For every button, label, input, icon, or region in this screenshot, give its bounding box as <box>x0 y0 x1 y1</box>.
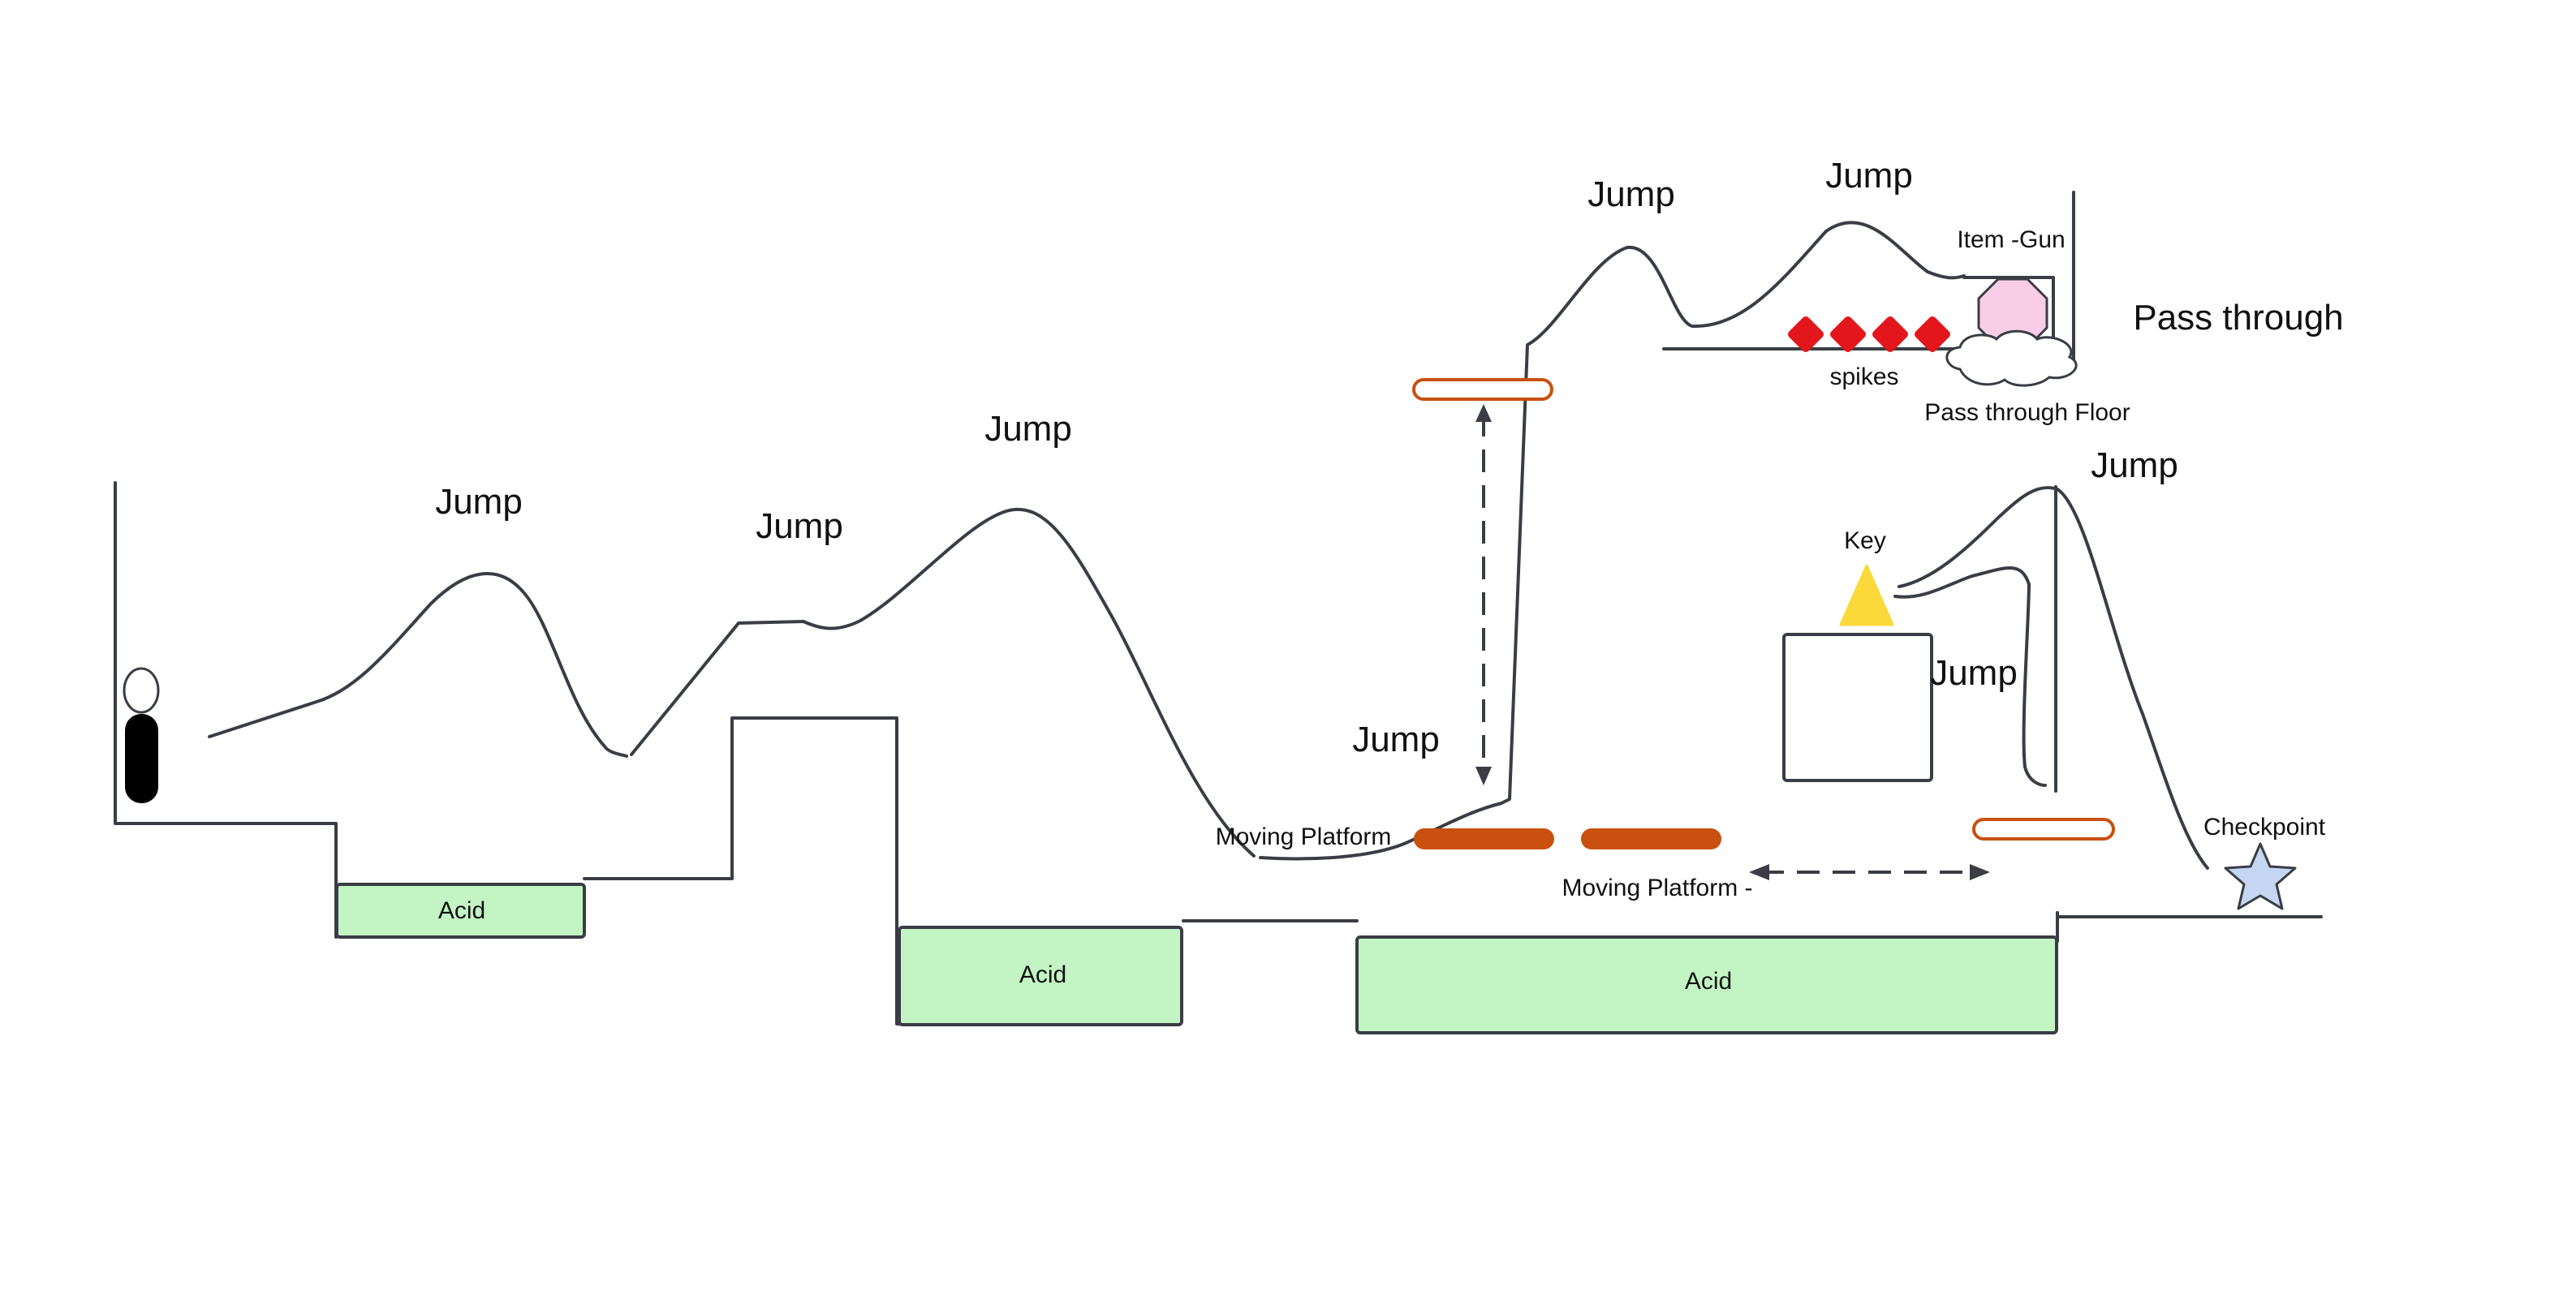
acid-pool-1 <box>335 883 586 939</box>
jump-label-3: Jump <box>984 409 1072 449</box>
moving-platform-solid-2 <box>1581 828 1721 849</box>
terrain-final-descent <box>1898 486 2209 870</box>
jump-label-5: Jump <box>1587 174 1675 214</box>
moving-platforms <box>1412 378 2115 849</box>
moving-platform-outline-upper <box>1412 378 1553 401</box>
pass-through-cloud-icon <box>1945 329 2078 387</box>
checkpoint-label: Checkpoint <box>2203 814 2326 841</box>
terrain-rise <box>1259 221 1966 861</box>
left-wall <box>114 481 338 939</box>
moving-platform-solid-1 <box>1414 828 1554 849</box>
acid-label-1: Acid <box>437 897 486 924</box>
jump-label-8: Jump <box>1930 653 2018 693</box>
pass-through-floor-label: Pass through Floor <box>1924 399 2130 426</box>
right-floor <box>2056 911 2323 918</box>
acid-label-3: Acid <box>1684 968 1733 995</box>
acid-pool-2 <box>898 926 1183 1026</box>
key-label: Key <box>1844 527 1886 554</box>
moving-platform-outline-right <box>1972 818 2115 841</box>
movement-arrows <box>1475 404 1990 880</box>
jump-label-7: Jump <box>2091 445 2178 485</box>
acid-pools <box>335 883 2058 1034</box>
spike-diamond-icon <box>1788 316 1950 352</box>
acid-pool-3 <box>1355 935 2058 1034</box>
acid-label-2: Acid <box>1019 961 1067 988</box>
terrain-hill-1 <box>208 572 628 758</box>
checkpoint-star-icon <box>2224 842 2297 910</box>
item-gun-box <box>1962 276 2055 359</box>
item-gun-label: Item -Gun <box>1957 226 2066 253</box>
terrain-hill-2 <box>630 508 1256 858</box>
jump-label-1: Jump <box>435 482 523 522</box>
jump-label-6: Jump <box>1825 156 1913 196</box>
moving-platform-label-1: Moving Platform <box>1215 823 1392 850</box>
square-block <box>1782 633 1933 782</box>
key-triangle-icon <box>1839 564 1894 626</box>
jump-label-2: Jump <box>756 506 843 546</box>
moving-platform-label-2: Moving Platform - <box>1562 875 1753 901</box>
spikes-label: spikes <box>1829 363 1899 390</box>
pass-through-label: Pass through <box>2133 298 2344 338</box>
player-figure-icon <box>123 667 160 803</box>
inner-hill <box>1893 566 2047 787</box>
jump-label-4: Jump <box>1352 720 1440 759</box>
